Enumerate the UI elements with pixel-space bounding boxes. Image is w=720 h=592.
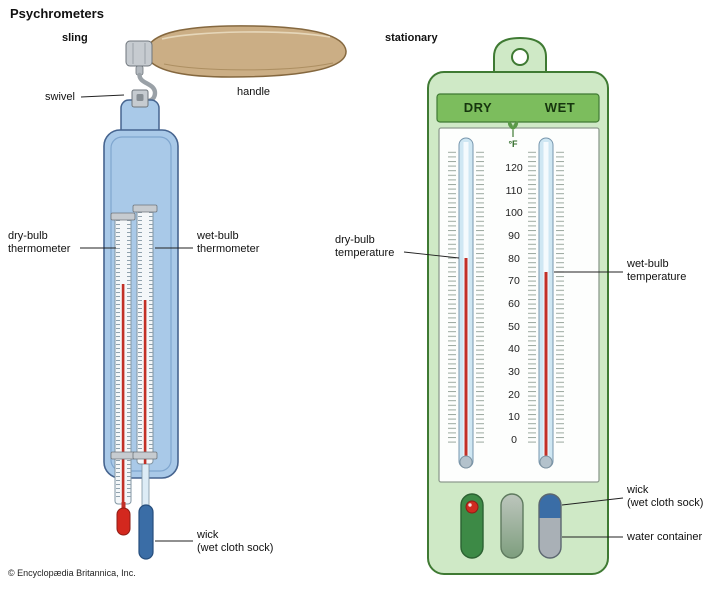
dry-mercury-column (464, 258, 468, 460)
stationary-heading: stationary (385, 32, 438, 44)
wet-bulb-thermometer (136, 207, 154, 465)
scale-tick-label: 10 (508, 411, 520, 424)
wet-bulb-temperature-label: wet-bulb temperature (627, 258, 686, 284)
clip (110, 451, 136, 460)
sling-psychrometer (103, 25, 347, 560)
clip (132, 451, 158, 460)
leader-wick-stationary (561, 497, 624, 506)
column-header-wet: WET (544, 100, 576, 115)
column-header-dry: DRY (463, 100, 493, 115)
dry-bulb-red (116, 507, 131, 536)
label-line: wick (197, 529, 219, 541)
sling-heading: sling (62, 32, 88, 44)
dry-bulb-ball (465, 500, 479, 514)
swivel-label: swivel (45, 91, 75, 103)
label-line: temperature (335, 247, 395, 259)
label-line: thermometer (8, 243, 71, 255)
label-line: dry-bulb (8, 230, 48, 242)
wick-stationary-label: wick (wet cloth sock) (627, 484, 703, 510)
scale-tick-label: 70 (508, 275, 520, 288)
dry-mercury-sling (121, 284, 125, 504)
scale-tick-label: 20 (508, 388, 520, 401)
label-line: (wet cloth sock) (197, 542, 274, 554)
scale-tick-label: 90 (508, 229, 520, 242)
scale-tick-label: 120 (505, 162, 523, 174)
clip (110, 212, 136, 221)
scale-tick-label: 110 (505, 184, 523, 197)
dry-tube-bulb (459, 455, 473, 469)
scale-tick-label: 50 (508, 320, 520, 333)
scale-tick-label: 100 (505, 207, 523, 220)
scale-tick-label: 0 (511, 433, 517, 446)
dry-bulb-temperature-label: dry-bulb temperature (335, 234, 394, 260)
tick-column (476, 150, 484, 446)
dry-bulb-container (460, 493, 484, 559)
clip (132, 204, 158, 213)
label-line: wick (627, 484, 649, 496)
scale-tick-label: 30 (508, 365, 520, 378)
hanging-hole (511, 48, 529, 66)
leader-swivel (80, 94, 125, 98)
label-line: dry-bulb (335, 234, 375, 246)
label-line: temperature (627, 271, 687, 283)
wet-mercury-column (544, 272, 548, 460)
dry-bulb-thermometer-label: dry-bulb thermometer (8, 230, 70, 256)
wet-tube-bulb (539, 455, 553, 469)
wick-sling-label: wick (wet cloth sock) (197, 529, 273, 555)
leader-lines (80, 94, 624, 542)
label-line: wet-bulb (627, 258, 669, 270)
ferrule (125, 40, 153, 67)
figure-title: Psychrometers (10, 6, 104, 21)
tick-column (448, 150, 456, 446)
water-container-label: water container (627, 531, 703, 543)
scale-tick-label: 80 (508, 252, 520, 265)
leader-dry-bulb-temperature (403, 251, 460, 259)
swivel-clip (131, 89, 149, 108)
tick-column (556, 150, 564, 446)
handle-label: handle (237, 86, 271, 98)
label-line: (wet cloth sock) (627, 497, 704, 509)
scale-tick-label: 60 (508, 297, 520, 310)
dry-bulb-stem (121, 502, 126, 512)
wet-bulb-wick (138, 504, 154, 560)
dry-thermometer-tube (458, 137, 474, 469)
label-line: wet-bulb (197, 230, 239, 242)
middle-container (500, 493, 524, 559)
wet-thermometer-tube (538, 137, 554, 469)
wet-bulb-thermometer-label: wet-bulb thermometer (197, 230, 259, 256)
tick-column (528, 150, 536, 446)
scale-tick-label: 40 (508, 343, 520, 356)
wet-lower-tube (141, 459, 150, 511)
temperature-scale: 120 110 100 90 80 70 60 50 40 30 20 10 0 (490, 162, 538, 446)
dry-bulb-thermometer (114, 215, 132, 505)
copyright-notice: © Encyclopædia Britannica, Inc. (8, 568, 136, 578)
stationary-psychrometer (427, 36, 609, 575)
fahrenheit-unit-label: °F (508, 139, 518, 149)
label-line: thermometer (197, 243, 260, 255)
wick-top (539, 494, 561, 518)
wet-mercury-sling (143, 300, 147, 464)
plant-icon (507, 121, 519, 137)
water-container (538, 493, 562, 559)
handle (148, 25, 347, 78)
